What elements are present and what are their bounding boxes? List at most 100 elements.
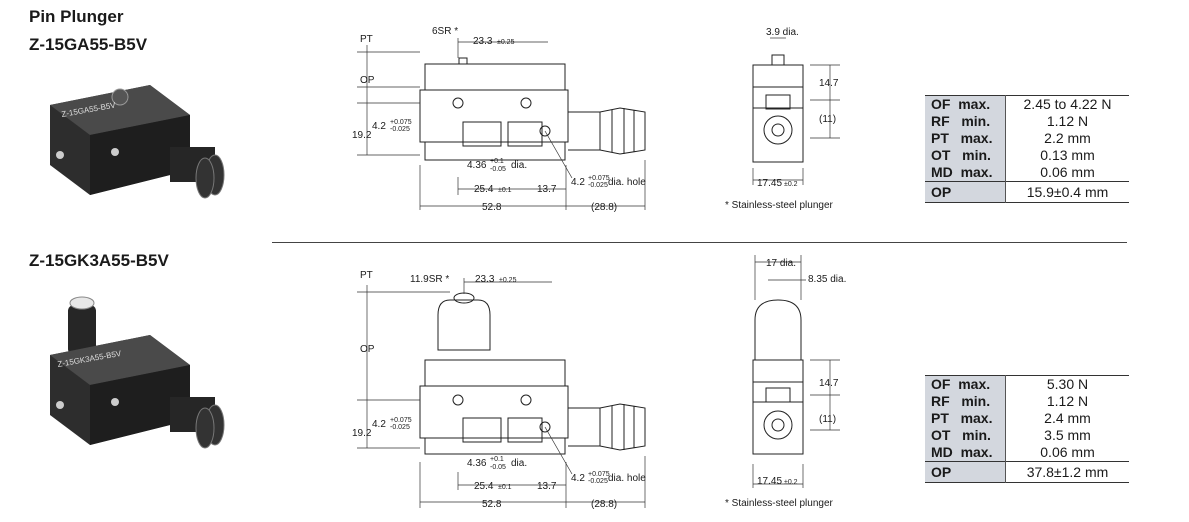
spec-key: PT (931, 130, 949, 146)
cable-dim-1: (28.8) (591, 202, 617, 213)
length-dim-1: 52.8 (482, 202, 502, 213)
spec-row: OT min.3.5 mm (925, 427, 1129, 444)
hole-dia-2: 4.2 (372, 419, 386, 430)
hole-tol-dn-1: -0.025 (390, 126, 410, 133)
spec-key: PT (931, 410, 949, 426)
cable-dim-2: (28.8) (591, 499, 617, 510)
pin-dia-1: 4.36 (467, 160, 487, 171)
spec-qual: max. (960, 130, 993, 146)
spec-qual: min. (962, 427, 991, 443)
spec-value: 0.13 mm (1005, 147, 1129, 164)
spec-qual: min. (961, 393, 991, 409)
spec-value: 1.12 N (1005, 393, 1129, 410)
hole-tol-up-b-1: +0.075 (588, 175, 610, 182)
spec-table-2: OF max.5.30 N RF min.1.12 N PT max.2.4 m… (925, 375, 1129, 483)
pt-label-1: PT (360, 34, 373, 45)
pitch-tol-2: ±0.1 (498, 484, 512, 491)
pitch-dim-2: 25.4 (474, 481, 494, 492)
section-title: Pin Plunger (29, 7, 124, 26)
hole-dia-1: 4.2 (372, 121, 386, 132)
plunger-dia-1: 3.9 dia. (766, 27, 799, 38)
side-h1-1: 14.7 (819, 78, 839, 89)
spec-value: 1.12 N (1005, 113, 1129, 130)
spec-value: 15.9±0.4 mm (1005, 181, 1129, 203)
spec-key: OF (931, 376, 951, 392)
hole-tol-up-1: +0.075 (390, 119, 412, 126)
side-h2-2: (11) (819, 414, 836, 425)
spec-qual: max. (958, 96, 991, 112)
note-2: * Stainless-steel plunger (725, 498, 833, 509)
pin-dia-unit-1: dia. (511, 160, 527, 171)
hole-dia-b-2: 4.2 (571, 473, 585, 484)
spec-row: OF max.5.30 N (925, 375, 1129, 393)
sr-label-1: 6SR * (432, 26, 458, 37)
spec-value: 37.8±1.2 mm (1005, 461, 1129, 483)
hole-tol-up-2: +0.075 (390, 417, 412, 424)
spec-key: RF (931, 113, 950, 129)
spec-key: MD (931, 164, 953, 180)
spec-value: 5.30 N (1005, 375, 1129, 393)
top-dim-1: 23.3 (473, 36, 493, 47)
spec-key: MD (931, 444, 953, 460)
spec-value: 0.06 mm (1005, 444, 1129, 462)
product-photo-1: Z-15GA55-B5V (50, 85, 225, 199)
sr-label-2: 11.9SR * (410, 274, 449, 285)
spec-key: OP (925, 461, 1006, 483)
spec-table-1: OF max. 2.45 to 4.22 N RF min. 1.12 N PT m… (925, 95, 1129, 203)
model-name-2: Z-15GK3A55-B5V (29, 251, 169, 270)
pin-tol-up-1: +0.1 (490, 158, 504, 165)
spec-row: PT max. 2.2 mm (925, 130, 1129, 147)
section-divider (272, 242, 1127, 243)
end-dim-1: 13.7 (537, 184, 557, 195)
height-dim-1: 19.2 (352, 130, 372, 141)
op-label-1: OP (360, 75, 375, 86)
hole-tol-up-b-2: +0.075 (588, 471, 610, 478)
spec-row: OT min.0.13 mm (925, 147, 1129, 164)
hole-tol-dn-b-1: -0.025 (588, 182, 608, 189)
top-tol-2: ±0.25 (499, 277, 517, 284)
spec-row: PT max.2.4 mm (925, 410, 1129, 427)
spec-key: RF (931, 393, 950, 409)
spec-key: OP (925, 181, 1006, 203)
hole-tol-dn-b-2: -0.025 (588, 478, 608, 485)
spec-value: 2.4 mm (1005, 410, 1129, 427)
spec-qual: max. (960, 164, 993, 180)
spec-row: RF min. 1.12 N (925, 393, 1129, 410)
spec-qual: max. (960, 444, 993, 460)
spec-key: OF (931, 96, 951, 112)
spec-value: 2.2 mm (1005, 130, 1129, 147)
cap-dia-2: 17 dia. (766, 258, 796, 269)
pitch-tol-1: ±0.1 (498, 187, 512, 194)
pin-tol-up-2: +0.1 (490, 456, 504, 463)
spec-value: 2.45 to 4.22 N (1005, 95, 1129, 113)
side-w-tol-2: ±0.2 (784, 479, 798, 486)
spec-row: RF min. 1.12 N (925, 113, 1129, 130)
spec-qual: min. (961, 113, 991, 129)
spec-key: OT (931, 427, 951, 443)
pitch-dim-1: 25.4 (474, 184, 494, 195)
pin-dia-2: 4.36 (467, 458, 487, 469)
end-dim-2: 13.7 (537, 481, 557, 492)
op-label-2: OP (360, 344, 375, 355)
model-name-1: Z-15GA55-B5V (29, 35, 148, 54)
side-h2-1: (11) (819, 114, 836, 125)
spec-key: OT (931, 147, 951, 163)
hole-label-2: dia. hole (608, 473, 646, 484)
side-w-2: 17.45 (757, 476, 782, 487)
length-dim-2: 52.8 (482, 499, 502, 510)
height-dim-2: 19.2 (352, 428, 372, 439)
product-photo-2: Z-15GK3A55-B5V (50, 296, 225, 449)
pt-label-2: PT (360, 270, 373, 281)
hole-tol-dn-2: -0.025 (390, 424, 410, 431)
side-h1-2: 14.7 (819, 378, 839, 389)
pin-dia-unit-2: dia. (511, 458, 527, 469)
note-1: * Stainless-steel plunger (725, 200, 833, 211)
spec-row: MD max.0.06 mm (925, 164, 1129, 182)
pin-tol-dn-1: -0.05 (490, 166, 506, 173)
pin-tol-dn-2: -0.05 (490, 464, 506, 471)
spec-row: MD max. 0.06 mm (925, 444, 1129, 462)
top-tol-1: ±0.25 (497, 39, 515, 46)
hole-dia-b-1: 4.2 (571, 177, 585, 188)
